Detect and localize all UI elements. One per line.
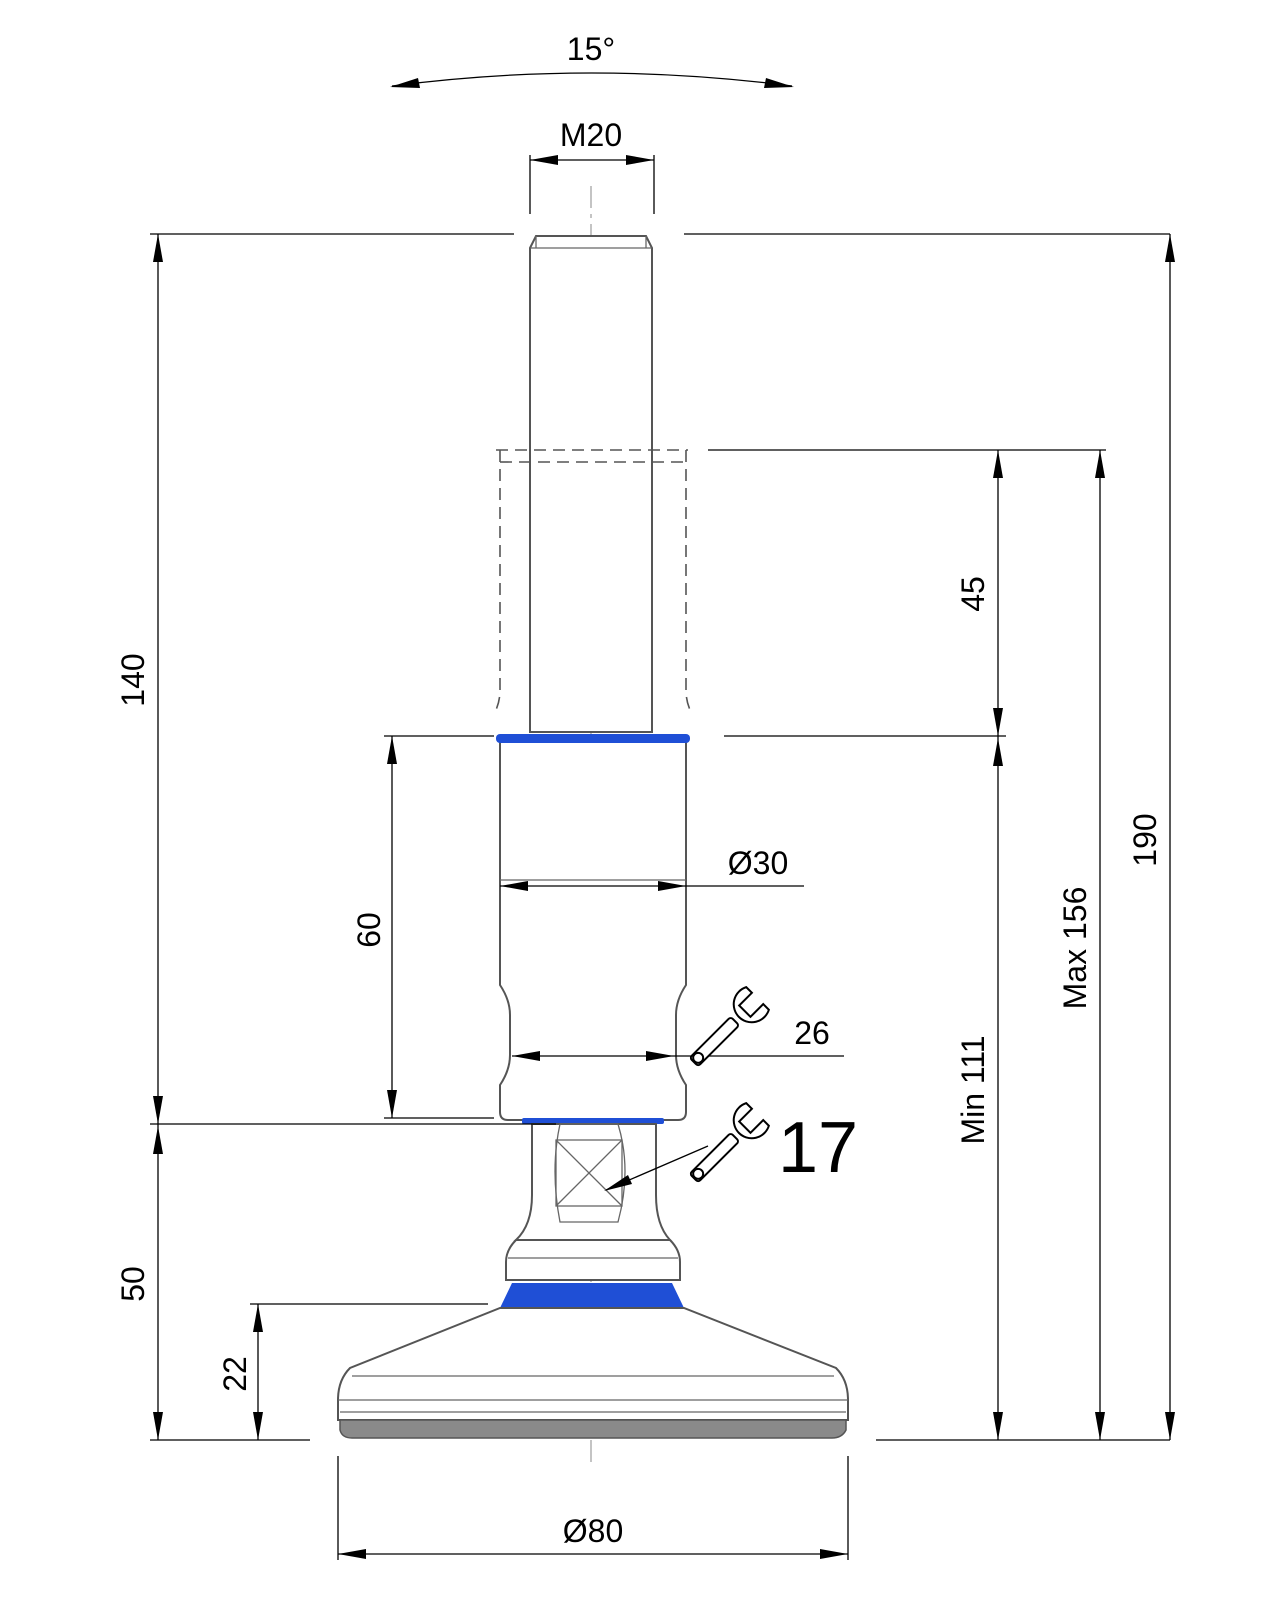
label-tilt-angle: 15° <box>567 31 615 67</box>
dim-max-height: Max 156 <box>1057 450 1105 1440</box>
threaded-stud <box>529 235 653 733</box>
foot-base <box>337 1307 849 1421</box>
hex-neck <box>513 1123 673 1241</box>
dim-sleeve-height: 60 <box>351 735 494 1119</box>
seal-ring-lower <box>500 1283 684 1308</box>
label-base-height: 50 <box>115 1266 151 1302</box>
label-adjust-range: 45 <box>955 576 991 612</box>
dim-min-height: Min 111 <box>955 736 1003 1440</box>
label-sleeve-diameter: Ø30 <box>728 845 788 881</box>
dim-base-height: 50 <box>115 1124 163 1440</box>
dim-wrench-17: 17 <box>604 1108 858 1191</box>
wrench-icon <box>689 985 771 1067</box>
label-wrench-17: 17 <box>778 1108 858 1188</box>
label-foot-height: 22 <box>217 1356 253 1392</box>
wrench-icon <box>689 1101 771 1183</box>
dim-tilt-angle: 15° <box>390 31 794 88</box>
label-thread: M20 <box>560 117 622 153</box>
anti-slip-pad <box>339 1419 847 1439</box>
seal-ring-middle <box>522 1118 664 1124</box>
label-stud-length: 140 <box>115 653 151 706</box>
dim-foot-height: 22 <box>217 1303 488 1440</box>
dim-thread: M20 <box>529 117 655 214</box>
dim-wrench-26: 26 <box>512 1015 844 1061</box>
dim-sleeve-diameter: Ø30 <box>500 845 804 891</box>
label-sleeve-height: 60 <box>351 912 387 948</box>
sleeve <box>499 739 687 1121</box>
dim-foot-diameter: Ø80 <box>337 1456 849 1560</box>
label-total-height: 190 <box>1127 813 1163 866</box>
dim-adjust-range: 45 <box>708 449 1106 737</box>
label-foot-diameter: Ø80 <box>563 1513 623 1549</box>
collar <box>505 1239 681 1281</box>
label-max-height: Max 156 <box>1057 887 1093 1010</box>
label-min-height: Min 111 <box>955 1035 991 1144</box>
dim-total-height: 190 <box>1127 234 1175 1440</box>
seal-ring-upper <box>496 734 690 743</box>
label-wrench-26: 26 <box>794 1015 830 1051</box>
dim-stud-length: 140 <box>115 234 163 1124</box>
